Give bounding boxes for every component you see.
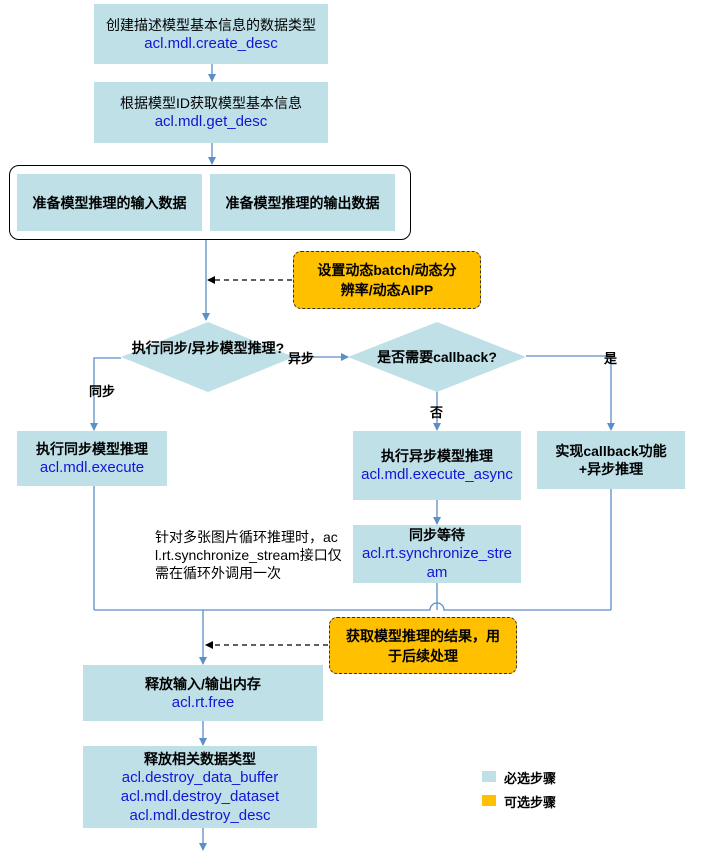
get-result-optional-box: 获取模型推理的结果，用于后续处理 <box>329 617 517 674</box>
sync-exec-box: 执行同步模型推理 acl.mdl.execute <box>17 431 167 486</box>
get-result-optional-text: 获取模型推理的结果，用于后续处理 <box>346 627 500 664</box>
async-exec-code: acl.mdl.execute_async <box>361 466 513 483</box>
dynamic-optional-text: 设置动态batch/动态分辨率/动态AIPP <box>317 262 457 298</box>
callback-decision-label: 是否需要callback? <box>377 349 497 365</box>
destroy-types-box: 释放相关数据类型 acl.destroy_data_buffer acl.mdl… <box>83 746 317 828</box>
legend-optional-swatch <box>482 795 496 806</box>
edge-label-sync: 同步 <box>89 384 116 399</box>
async-exec-text: 执行异步模型推理 <box>381 448 493 464</box>
prepare-output-box: 准备模型推理的输出数据 <box>210 174 395 231</box>
destroy-dataset-code: acl.mdl.destroy_dataset <box>120 787 280 805</box>
edge-label-no: 否 <box>430 405 444 420</box>
create-desc-text: 创建描述模型基本信息的数据类型 <box>106 16 316 33</box>
edge-label-yes: 是 <box>604 351 618 366</box>
sync-exec-text: 执行同步模型推理 <box>36 441 148 457</box>
callback-impl-box: 实现callback功能+异步推理 <box>537 431 685 489</box>
sync-wait-code: acl.rt.synchronize_stream <box>361 545 513 581</box>
sync-async-decision-label: 执行同步/异步模型推理? <box>131 340 285 356</box>
prepare-output-text: 准备模型推理的输出数据 <box>225 194 380 211</box>
create-desc-box: 创建描述模型基本信息的数据类型 acl.mdl.create_desc <box>94 4 328 64</box>
legend-required-swatch <box>482 771 496 782</box>
async-exec-box: 执行异步模型推理 acl.mdl.execute_async <box>353 431 521 500</box>
edge-label-async: 异步 <box>288 351 315 366</box>
sync-wait-text: 同步等待 <box>409 527 465 543</box>
prepare-input-text: 准备模型推理的输入数据 <box>32 194 187 211</box>
edge-merge-line <box>94 602 611 611</box>
legend-required-label: 必选步骤 <box>504 771 557 786</box>
destroy-types-text: 释放相关数据类型 <box>144 750 256 767</box>
free-io-code: acl.rt.free <box>171 693 235 711</box>
get-desc-code: acl.mdl.get_desc <box>154 113 268 130</box>
edge-decision-to-sync <box>90 357 121 431</box>
destroy-data-buffer-code: acl.destroy_data_buffer <box>121 768 279 786</box>
get-desc-box: 根据模型ID获取模型基本信息 acl.mdl.get_desc <box>94 82 328 143</box>
loop-sync-note: 针对多张图片循环推理时，acl.rt.synchronize_stream接口仅… <box>155 529 342 581</box>
prepare-data-frame <box>9 165 411 240</box>
callback-impl-text: 实现callback功能+异步推理 <box>555 443 667 477</box>
free-io-text: 释放输入/输出内存 <box>145 675 261 692</box>
free-io-box: 释放输入/输出内存 acl.rt.free <box>83 665 323 721</box>
sync-wait-box: 同步等待 acl.rt.synchronize_stream <box>353 525 521 583</box>
prepare-input-box: 准备模型推理的输入数据 <box>17 174 202 231</box>
destroy-desc-code: acl.mdl.destroy_desc <box>129 806 271 824</box>
decision-callback <box>348 322 526 392</box>
dynamic-optional-box: 设置动态batch/动态分辨率/动态AIPP <box>293 251 481 309</box>
edge-callback-yes <box>526 355 615 431</box>
decision-sync-async <box>121 322 294 392</box>
create-desc-code: acl.mdl.create_desc <box>144 34 278 52</box>
legend-optional-label: 可选步骤 <box>504 795 557 810</box>
get-desc-text: 根据模型ID获取模型基本信息 <box>120 95 302 111</box>
sync-exec-code: acl.mdl.execute <box>39 459 145 476</box>
